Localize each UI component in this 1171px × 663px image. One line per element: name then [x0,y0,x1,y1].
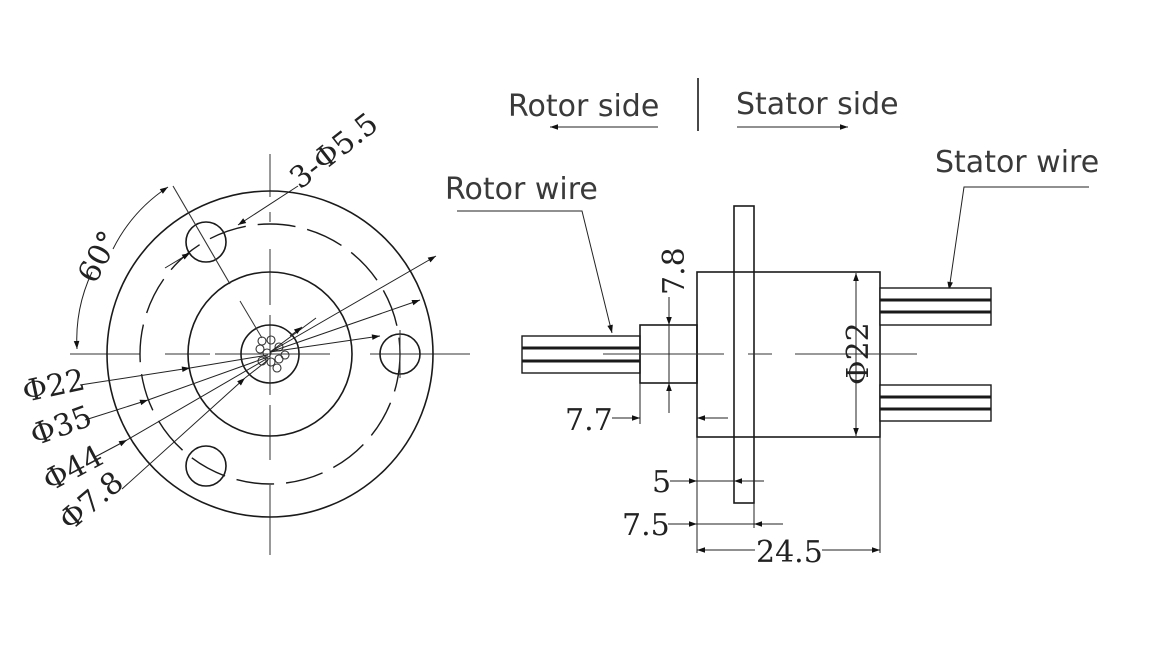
rotor-wires [521,335,641,374]
stator-side-label: Stator side [736,87,899,122]
body-circle [187,271,353,437]
mounting-hole-1 [185,221,227,263]
stator-wires-top [879,287,992,326]
angle-label: 60° [71,225,127,288]
dim-flange-thickness: 5 [652,465,671,500]
bore-circle [240,324,300,384]
outer-flange-circle [106,190,434,518]
stator-wire-label: Stator wire [935,145,1099,180]
dim-flange-offset: 7.5 [622,508,670,543]
rotor-wire-label: Rotor wire [445,172,598,207]
stator-wires-bottom [879,384,992,422]
hole-callout-label: 3-Φ5.5 [283,106,385,196]
rotor-side-label: Rotor side [508,89,659,124]
front-view: 3-Φ5.5 60° Φ22 Φ35 Φ44 Φ7.8 [19,106,470,555]
mounting-hole-2 [185,445,227,487]
wire-bundle [255,335,290,373]
dim-shaft-diameter: 7.8 [657,247,692,295]
dim-body-diameter: Φ22 [841,322,876,385]
side-view: Rotor side Stator side Rotor wire Stator… [445,78,1099,570]
front-centerlines [70,154,470,555]
dim-shaft-length: 7.7 [565,403,613,438]
dim-body-length: 24.5 [756,535,823,570]
